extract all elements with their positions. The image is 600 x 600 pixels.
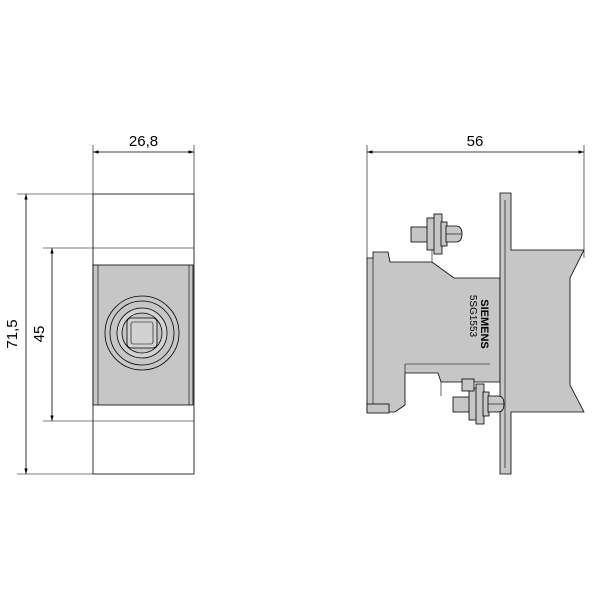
side-width-label: 56	[467, 133, 484, 150]
lower-terminal-screw	[452, 378, 505, 425]
front-inner-height-dimension: 45	[31, 248, 54, 421]
front-view: 26,8 71,5 45	[4, 133, 195, 475]
front-width-dimension: 26,8	[93, 133, 194, 154]
part-number-label: 5SG1553	[467, 295, 478, 338]
front-outer-height-label: 71,5	[4, 319, 21, 348]
front-outer-height-dimension: 71,5	[4, 194, 28, 474]
brand-label: SIEMENS	[478, 299, 490, 349]
side-view: 56	[366, 133, 585, 475]
side-width-dimension: 56	[367, 133, 584, 154]
front-width-label: 26,8	[129, 133, 158, 150]
upper-terminal-screw	[410, 213, 463, 255]
front-flange	[499, 192, 585, 475]
fuse-holder-ring	[104, 295, 180, 371]
front-inner-height-label: 45	[31, 326, 48, 343]
foot-latch	[366, 403, 390, 414]
